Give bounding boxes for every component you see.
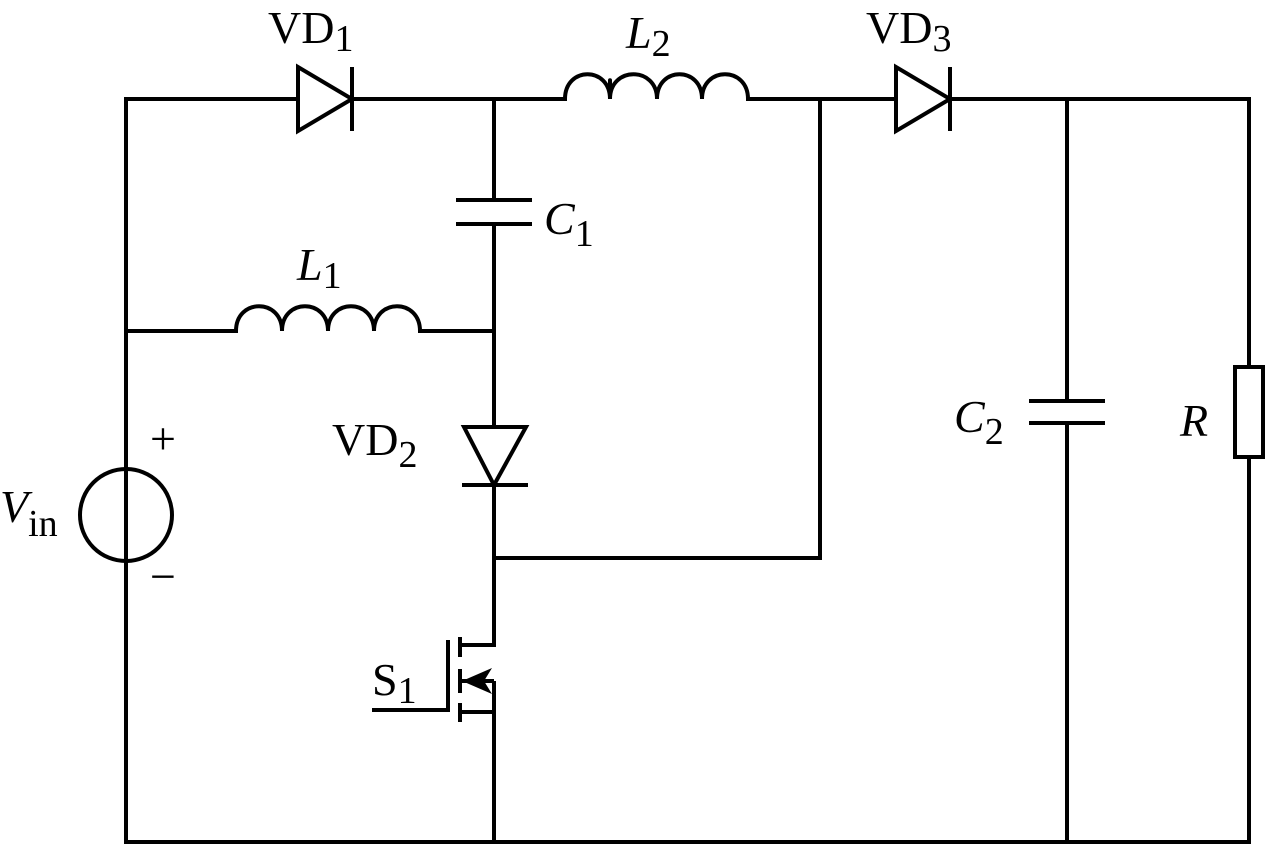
vin-label: Vin (0, 481, 58, 545)
c2-label: C2 (954, 391, 1004, 453)
inductor-l2: L2 (563, 7, 750, 100)
capacitor-c2: C2 (954, 391, 1105, 453)
resistor-r: R (1179, 365, 1265, 459)
diode-vd2: VD2 (332, 414, 530, 490)
vd1-label: VD1 (268, 2, 353, 60)
capacitor-c1: C1 (456, 193, 594, 255)
inductor-l1: L1 (234, 239, 422, 332)
l2-label: L2 (625, 7, 671, 65)
diode-vd1-triangle (296, 63, 356, 135)
mosfet-s1: S1 (372, 637, 496, 722)
resistor-r-body (1233, 365, 1265, 459)
diode-vd3-triangle (894, 63, 954, 135)
diode-vd3: VD3 (866, 2, 954, 135)
l1-label: L1 (296, 239, 342, 297)
inductor-l1-coils (234, 304, 422, 332)
diode-vd2-triangle (460, 425, 530, 490)
c1-label: C1 (544, 193, 594, 255)
r-label: R (1179, 395, 1208, 446)
vd3-label: VD3 (866, 2, 951, 60)
mosfet-s1-arrow (462, 668, 492, 694)
vin-plus-sign: + (150, 413, 176, 464)
vin-minus-sign: − (150, 551, 176, 602)
source-vin: + − Vin (0, 413, 176, 602)
wires (124, 97, 1251, 844)
inductor-l2-coils (563, 72, 750, 100)
diode-vd1: VD1 (268, 2, 356, 135)
vd2-label: VD2 (332, 414, 417, 476)
s1-label: S1 (372, 654, 417, 712)
